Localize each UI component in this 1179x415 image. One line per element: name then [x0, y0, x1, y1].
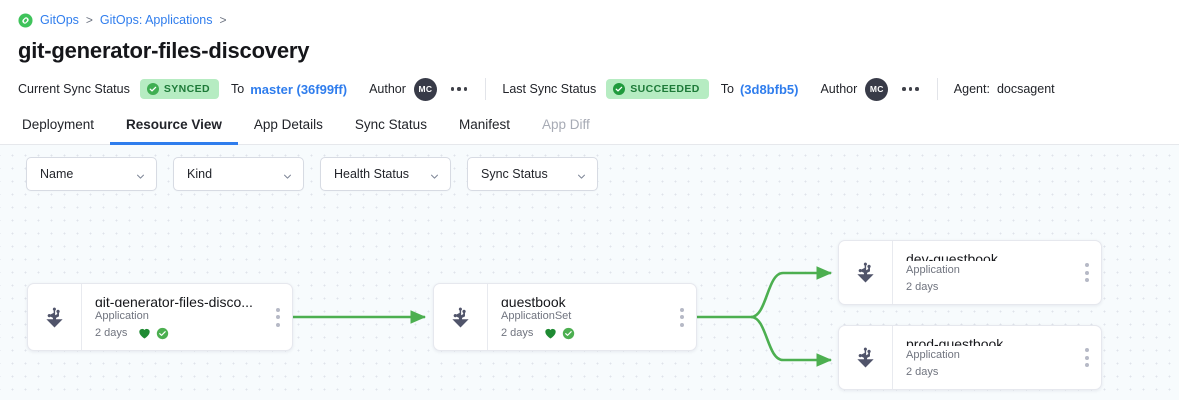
- graph-node-title: guestbook: [501, 294, 566, 307]
- tab-deployment[interactable]: Deployment: [22, 117, 95, 132]
- current-author-avatar[interactable]: MC: [413, 77, 437, 101]
- current-author-label: Author: [369, 82, 406, 96]
- sync-check-icon: [156, 327, 169, 340]
- filter-health-status-label: Health Status: [334, 167, 410, 181]
- filter-name-dropdown[interactable]: Name: [26, 157, 157, 191]
- tab-app-diff: App Diff: [541, 117, 590, 132]
- graph-node-kind: Application: [906, 264, 960, 276]
- graph-node-menu[interactable]: [264, 284, 292, 350]
- graph-node-age: 2 days: [906, 366, 939, 378]
- last-author-label: Author: [820, 82, 858, 96]
- chevron-down-icon: [136, 170, 145, 179]
- graph-node-kind: Application: [906, 349, 960, 361]
- edge-appset-to-prod: [750, 315, 833, 367]
- tab-sync-status[interactable]: Sync Status: [354, 117, 427, 132]
- breadcrumb-separator: >: [85, 13, 93, 27]
- graph-node-prod[interactable]: prod-guestbook Application 2 days: [838, 325, 1102, 390]
- chevron-down-icon: [283, 170, 292, 179]
- graph-node-badges: [544, 327, 575, 340]
- agent-value: docsagent: [996, 82, 1055, 96]
- graph-node-title: prod-guestbook: [906, 336, 1004, 346]
- resource-graph-canvas[interactable]: Name Kind Health Status Sync Status: [0, 145, 1179, 400]
- status-bar: Current Sync Status SYNCED To master (36…: [0, 71, 1179, 107]
- breadcrumb: GitOps > GitOps: Applications >: [18, 10, 1161, 30]
- graph-node-body: prod-guestbook Application 2 days: [892, 326, 1073, 389]
- current-sync-more-menu[interactable]: [449, 83, 470, 95]
- filter-name-label: Name: [40, 167, 74, 181]
- filter-sync-status-label: Sync Status: [481, 167, 548, 181]
- divider: [485, 78, 487, 100]
- tab-resource-view[interactable]: Resource View: [110, 117, 238, 145]
- page-title: git-generator-files-discovery: [18, 38, 310, 63]
- current-sync-status-badge-label: SYNCED: [163, 83, 211, 95]
- health-heart-icon: [544, 327, 557, 340]
- graph-node-dev[interactable]: dev-guestbook Application 2 days: [838, 240, 1102, 305]
- current-sync-status-badge: SYNCED: [139, 79, 220, 99]
- tab-bar: Deployment Resource View App Details Syn…: [0, 107, 1179, 145]
- argo-app-icon: [28, 284, 81, 350]
- filter-bar: Name Kind Health Status Sync Status: [26, 157, 598, 191]
- graph-node-menu[interactable]: [1073, 326, 1101, 389]
- filter-kind-dropdown[interactable]: Kind: [173, 157, 304, 191]
- last-author-avatar[interactable]: MC: [865, 77, 889, 101]
- graph-node-root[interactable]: git-generator-files-disco... Application…: [27, 283, 293, 351]
- breadcrumb-item-gitops[interactable]: GitOps: [40, 13, 79, 27]
- edge-appset-to-dev: [750, 266, 833, 319]
- chevron-down-icon: [430, 170, 439, 179]
- last-revision-link[interactable]: (3d8bfb5): [739, 81, 799, 97]
- graph-node-body: git-generator-files-disco... Application…: [81, 284, 264, 350]
- argo-app-icon: [839, 241, 892, 304]
- graph-node-menu[interactable]: [668, 284, 696, 350]
- current-to-label: To: [231, 82, 245, 96]
- last-sync-more-menu[interactable]: [900, 83, 921, 95]
- graph-node-title: dev-guestbook: [906, 251, 998, 261]
- agent-label: Agent:: [953, 82, 990, 96]
- graph-node-meta: 2 days: [501, 325, 668, 341]
- current-sync-status-label: Current Sync Status: [18, 82, 130, 96]
- tab-manifest[interactable]: Manifest: [458, 117, 510, 132]
- divider: [936, 78, 938, 100]
- graph-node-appset[interactable]: guestbook ApplicationSet 2 days: [433, 283, 697, 351]
- check-circle-icon: [613, 83, 626, 95]
- breadcrumb-separator: >: [219, 13, 227, 27]
- graph-node-body: dev-guestbook Application 2 days: [892, 241, 1073, 304]
- graph-node-meta: 2 days: [906, 279, 1073, 295]
- graph-node-kind: ApplicationSet: [501, 310, 572, 322]
- argo-app-icon: [434, 284, 487, 350]
- graph-node-menu[interactable]: [1073, 241, 1101, 304]
- graph-node-age: 2 days: [501, 327, 534, 339]
- filter-kind-label: Kind: [187, 167, 213, 181]
- last-sync-status-badge: SUCCEEDED: [606, 79, 709, 99]
- graph-node-body: guestbook ApplicationSet 2 days: [487, 284, 668, 350]
- last-to-label: To: [720, 82, 734, 96]
- gitops-link-icon: [18, 12, 33, 28]
- graph-node-title: git-generator-files-disco...: [95, 294, 253, 307]
- graph-edges: [293, 266, 833, 367]
- last-sync-status-label: Last Sync Status: [502, 82, 597, 96]
- filter-health-status-dropdown[interactable]: Health Status: [320, 157, 451, 191]
- health-heart-icon: [138, 327, 151, 340]
- current-revision-link[interactable]: master (36f99ff): [250, 81, 348, 97]
- chevron-down-icon: [577, 170, 586, 179]
- breadcrumb-item-gitops-applications[interactable]: GitOps: Applications: [99, 13, 213, 27]
- graph-node-meta: 2 days: [906, 364, 1073, 380]
- page-header: GitOps > GitOps: Applications > git-gene…: [0, 0, 1179, 65]
- sync-check-icon: [562, 327, 575, 340]
- graph-node-kind: Application: [95, 310, 149, 322]
- check-circle-icon: [146, 83, 159, 95]
- graph-node-age: 2 days: [95, 327, 128, 339]
- last-sync-status-badge-label: SUCCEEDED: [630, 83, 700, 95]
- graph-node-badges: [138, 327, 169, 340]
- tab-app-details[interactable]: App Details: [253, 117, 323, 132]
- graph-node-age: 2 days: [906, 281, 939, 293]
- filter-sync-status-dropdown[interactable]: Sync Status: [467, 157, 598, 191]
- argo-app-icon: [839, 326, 892, 389]
- graph-node-meta: 2 days: [95, 325, 264, 341]
